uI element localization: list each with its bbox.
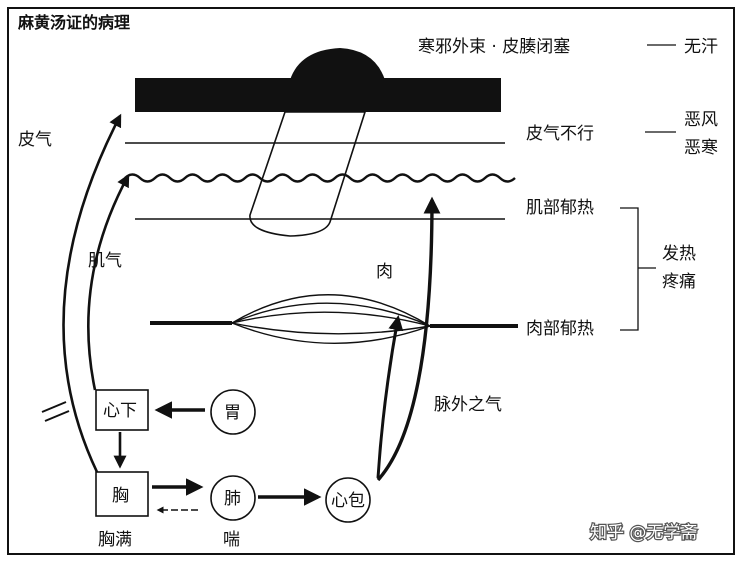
pore-channel <box>249 111 367 237</box>
xinbao-to-flesh-arrow <box>376 315 404 479</box>
muscle-qi-arrow <box>87 173 130 391</box>
fei-label: 肺 <box>224 489 241 509</box>
skin-layer <box>135 48 501 112</box>
pain-label: 疼痛 <box>662 272 696 292</box>
wei-circle <box>210 389 256 435</box>
outer-frame <box>7 7 735 555</box>
wheezing-label: 喘 <box>223 530 240 550</box>
xiong-label: 胸 <box>112 486 129 506</box>
muscle-heat-label: 肌部郁热 <box>526 198 594 218</box>
watermark: 知乎 @无学斋 <box>590 523 697 543</box>
chest-fullness-label: 胸满 <box>98 530 132 550</box>
extra-vessel-qi-label: 脉外之气 <box>434 395 502 415</box>
no-sweat-label: 无汗 <box>684 37 718 57</box>
fever-bracket <box>620 207 639 331</box>
muscle-wavy-line <box>124 173 516 183</box>
diagram-title: 麻黄汤证的病理 <box>17 13 130 32</box>
block-mark-2 <box>44 410 70 422</box>
xinxia-box <box>95 389 149 431</box>
fei-circle <box>210 475 256 521</box>
skin-qi-label: 皮气 <box>18 130 52 150</box>
xinbao-label: 心包 <box>331 491 365 511</box>
flesh-label: 肉 <box>376 262 393 282</box>
skin-qi-blocked-label: 皮气不行 <box>526 124 594 144</box>
xinbao-circle <box>325 477 371 523</box>
flesh-heat-label: 肉部郁热 <box>526 319 594 339</box>
extra-vessel-qi-arrow <box>376 196 441 482</box>
fever-label: 发热 <box>662 244 696 264</box>
flesh-spindle <box>231 294 431 344</box>
wei-label: 胃 <box>224 403 241 423</box>
xiong-box <box>95 471 149 517</box>
block-mark-1 <box>41 401 67 413</box>
aversion-cold-label: 恶寒 <box>684 138 718 158</box>
xinxia-label: 心下 <box>103 401 137 421</box>
skin-qi-arrow <box>62 113 122 473</box>
cold-pathogen-label: 寒邪外束 · 皮腠闭塞 <box>418 37 570 57</box>
aversion-wind-label: 恶风 <box>684 110 718 130</box>
